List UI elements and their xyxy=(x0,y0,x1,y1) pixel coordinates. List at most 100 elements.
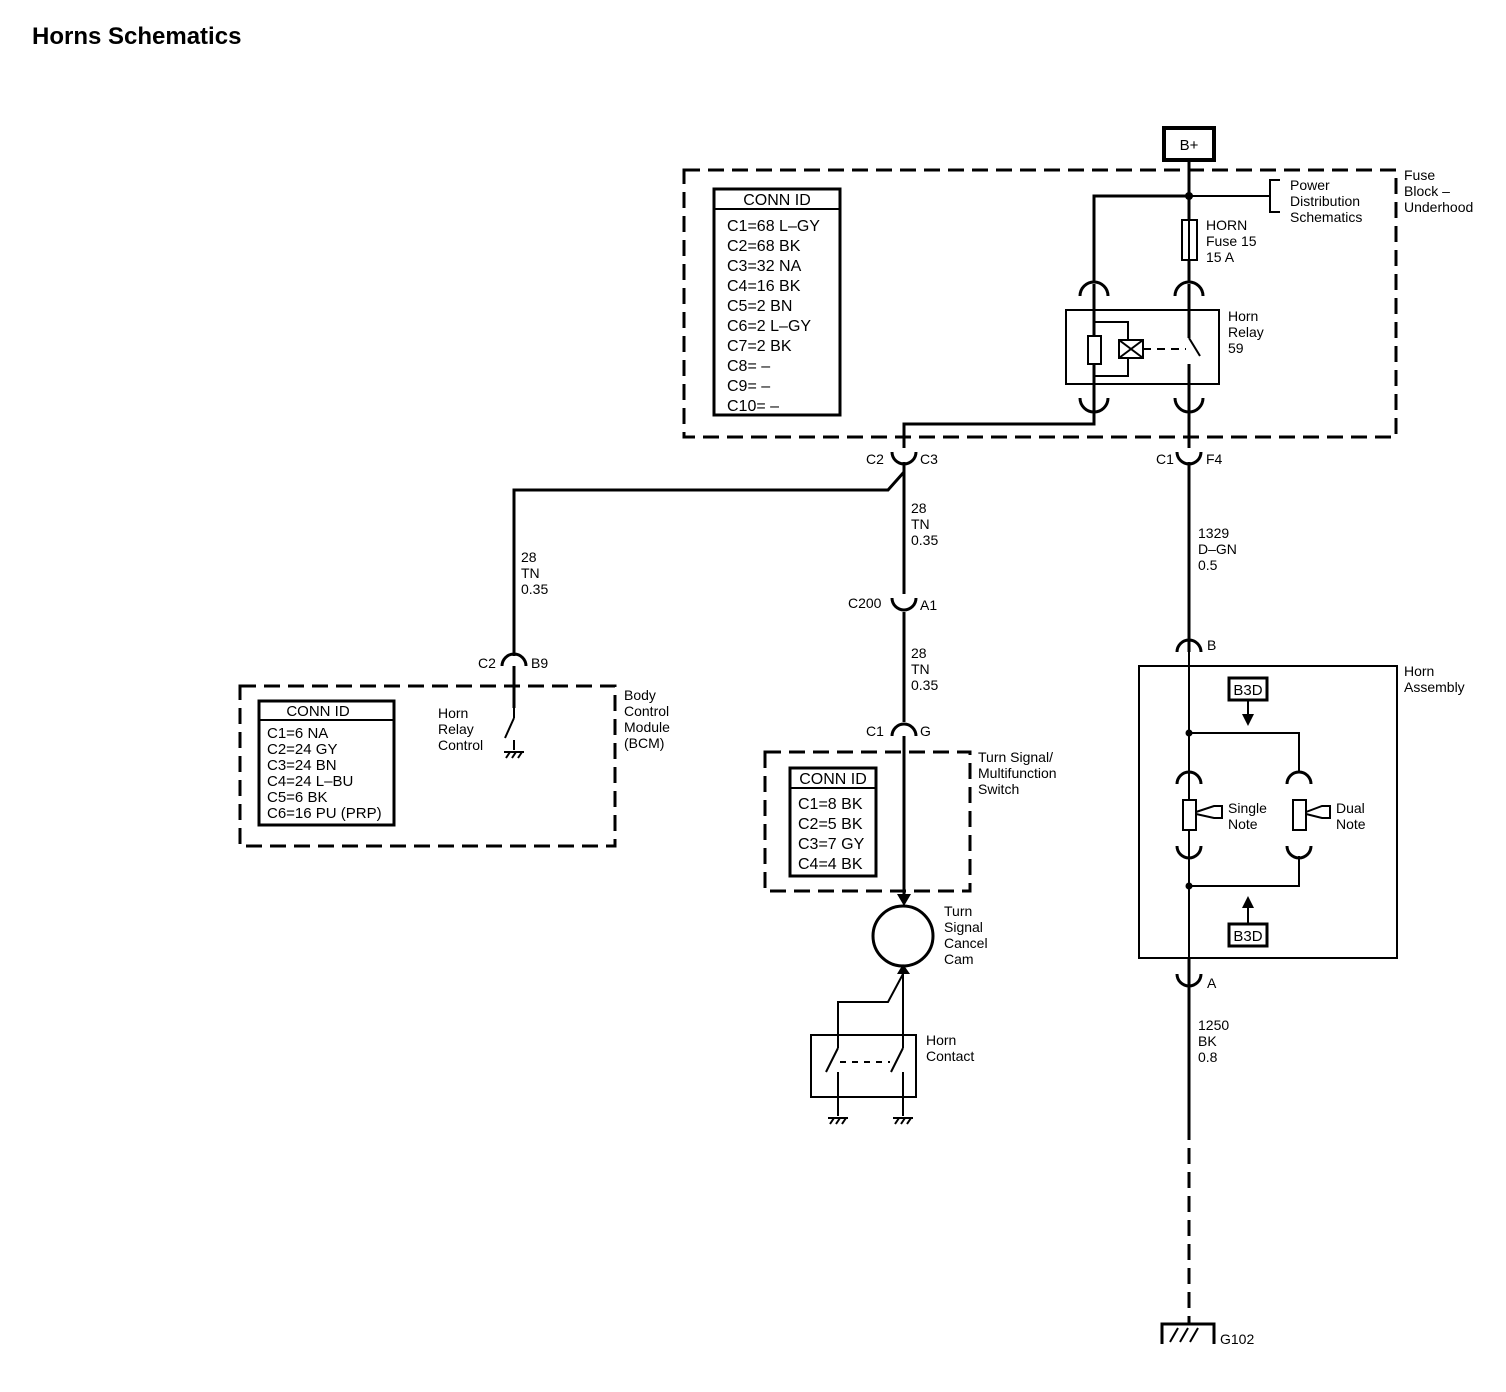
connector-c2-c3: C2 C3 xyxy=(866,451,938,467)
svg-text:Signal: Signal xyxy=(944,919,983,935)
svg-text:Turn: Turn xyxy=(944,903,972,919)
svg-text:F4: F4 xyxy=(1206,451,1223,467)
svg-text:Relay: Relay xyxy=(438,721,474,737)
power-distribution-reference: Power Distribution Schematics xyxy=(1290,177,1362,225)
svg-text:Cancel: Cancel xyxy=(944,935,988,951)
svg-text:BK: BK xyxy=(1198,1033,1217,1049)
svg-text:G: G xyxy=(920,723,931,739)
svg-text:C3=7 GY: C3=7 GY xyxy=(798,836,865,853)
svg-text:0.35: 0.35 xyxy=(911,677,938,693)
svg-text:15 A: 15 A xyxy=(1206,249,1235,265)
horn-fuse-symbol xyxy=(1181,219,1198,261)
svg-text:C1: C1 xyxy=(1156,451,1174,467)
svg-text:59: 59 xyxy=(1228,340,1244,356)
connector-b: B xyxy=(1175,637,1216,653)
svg-text:Switch: Switch xyxy=(978,781,1019,797)
svg-text:Note: Note xyxy=(1228,816,1258,832)
svg-text:B3D: B3D xyxy=(1233,682,1262,699)
svg-text:0.8: 0.8 xyxy=(1198,1049,1218,1065)
bcm-conn-id-table: CONN ID C1=6 NA C2=24 GY C3=24 BN C4=24 … xyxy=(257,699,396,827)
svg-text:Horn: Horn xyxy=(438,705,468,721)
svg-text:1250: 1250 xyxy=(1198,1017,1229,1033)
svg-text:B3D: B3D xyxy=(1233,928,1262,945)
bcm-boundary xyxy=(238,684,617,848)
single-note-horn xyxy=(1175,770,1223,860)
page-title: Horns Schematics xyxy=(32,23,241,50)
svg-text:Control: Control xyxy=(624,703,669,719)
svg-text:TN: TN xyxy=(911,661,930,677)
svg-text:C2: C2 xyxy=(866,451,884,467)
svg-text:Assembly: Assembly xyxy=(1404,679,1465,695)
svg-text:C2=5 BK: C2=5 BK xyxy=(798,816,863,833)
svg-text:Note: Note xyxy=(1336,816,1366,832)
horn-assembly-boundary xyxy=(1138,665,1398,959)
svg-text:0.35: 0.35 xyxy=(911,532,938,548)
svg-text:28: 28 xyxy=(911,645,927,661)
svg-text:Schematics: Schematics xyxy=(1290,209,1362,225)
fuse-block-label: Fuse Block – Underhood xyxy=(1404,167,1473,215)
svg-text:C3=32 NA: C3=32 NA xyxy=(727,258,802,275)
single-note-label: Single Note xyxy=(1228,800,1267,832)
svg-text:C1=8 BK: C1=8 BK xyxy=(798,796,863,813)
svg-text:Contact: Contact xyxy=(926,1048,974,1064)
connector-c1-g: C1 G xyxy=(866,722,931,739)
svg-text:28: 28 xyxy=(521,549,537,565)
svg-text:0.5: 0.5 xyxy=(1198,557,1218,573)
svg-text:C4=4 BK: C4=4 BK xyxy=(798,856,863,873)
svg-text:Control: Control xyxy=(438,737,483,753)
svg-text:C3: C3 xyxy=(920,451,938,467)
svg-text:C4=16 BK: C4=16 BK xyxy=(727,278,801,295)
svg-text:Horn: Horn xyxy=(1404,663,1434,679)
fuse-block-conn-id-table: CONN ID C1=68 L–GY C2=68 BK C3=32 NA C4=… xyxy=(712,187,842,417)
svg-text:TN: TN xyxy=(521,565,540,581)
svg-text:Horn: Horn xyxy=(926,1032,956,1048)
ref-b3d-bottom: B3D xyxy=(1227,896,1269,948)
battery-label: B+ xyxy=(1180,137,1199,154)
fuse-block-boundary xyxy=(682,168,1398,439)
dual-note-horn xyxy=(1285,770,1331,860)
wire-label-lower-switch: 28 TN 0.35 xyxy=(911,645,938,693)
horn-relay xyxy=(1065,280,1220,414)
connector-c1-f4: C1 F4 xyxy=(1156,451,1223,467)
svg-text:C1: C1 xyxy=(866,723,884,739)
svg-text:(BCM): (BCM) xyxy=(624,735,664,751)
dual-note-label: Dual Note xyxy=(1336,800,1366,832)
svg-text:C2=24 GY: C2=24 GY xyxy=(267,741,337,758)
svg-text:Fuse 15: Fuse 15 xyxy=(1206,233,1257,249)
horn-assembly-label: Horn Assembly xyxy=(1404,663,1465,695)
battery-positive-terminal: B+ xyxy=(1162,126,1216,162)
connector-c2-b9: C2 B9 xyxy=(478,652,548,671)
svg-text:C8= –: C8= – xyxy=(727,358,770,375)
horn-fuse-label: HORN Fuse 15 15 A xyxy=(1206,217,1257,265)
svg-text:Block –: Block – xyxy=(1404,183,1450,199)
svg-text:Relay: Relay xyxy=(1228,324,1264,340)
svg-text:0.35: 0.35 xyxy=(521,581,548,597)
wire-label-upper-switch: 28 TN 0.35 xyxy=(911,500,938,548)
switch-conn-id-table: CONN ID C1=8 BK C2=5 BK C3=7 GY C4=4 BK xyxy=(788,766,878,878)
svg-text:Single: Single xyxy=(1228,800,1267,816)
svg-text:C5=6 BK: C5=6 BK xyxy=(267,789,327,806)
svg-text:Horn: Horn xyxy=(1228,308,1258,324)
svg-text:Dual: Dual xyxy=(1336,800,1365,816)
svg-text:Power: Power xyxy=(1290,177,1330,193)
svg-text:C1=6 NA: C1=6 NA xyxy=(267,725,328,742)
svg-text:C200: C200 xyxy=(848,595,882,611)
svg-text:C3=24 BN: C3=24 BN xyxy=(267,757,337,774)
wire-label-to-horn: 1329 D–GN 0.5 xyxy=(1198,525,1237,573)
bcm-label: Body Control Module (BCM) xyxy=(624,687,670,751)
svg-text:C2=68 BK: C2=68 BK xyxy=(727,238,801,255)
connector-c200-a1: C200 A1 xyxy=(848,595,937,613)
svg-text:Cam: Cam xyxy=(944,951,974,967)
horn-relay-control-label: Horn Relay Control xyxy=(438,705,483,753)
svg-text:Distribution: Distribution xyxy=(1290,193,1360,209)
wire-label-to-ground: 1250 BK 0.8 xyxy=(1198,1017,1229,1065)
svg-text:Underhood: Underhood xyxy=(1404,199,1473,215)
svg-text:C10= –: C10= – xyxy=(727,398,779,415)
svg-text:Turn Signal/: Turn Signal/ xyxy=(978,749,1053,765)
svg-text:A: A xyxy=(1207,975,1217,991)
wire-label-to-bcm: 28 TN 0.35 xyxy=(521,549,548,597)
svg-text:B9: B9 xyxy=(531,655,548,671)
svg-text:C6=16 PU (PRP): C6=16 PU (PRP) xyxy=(267,805,382,822)
ground-label: G102 xyxy=(1220,1331,1254,1347)
